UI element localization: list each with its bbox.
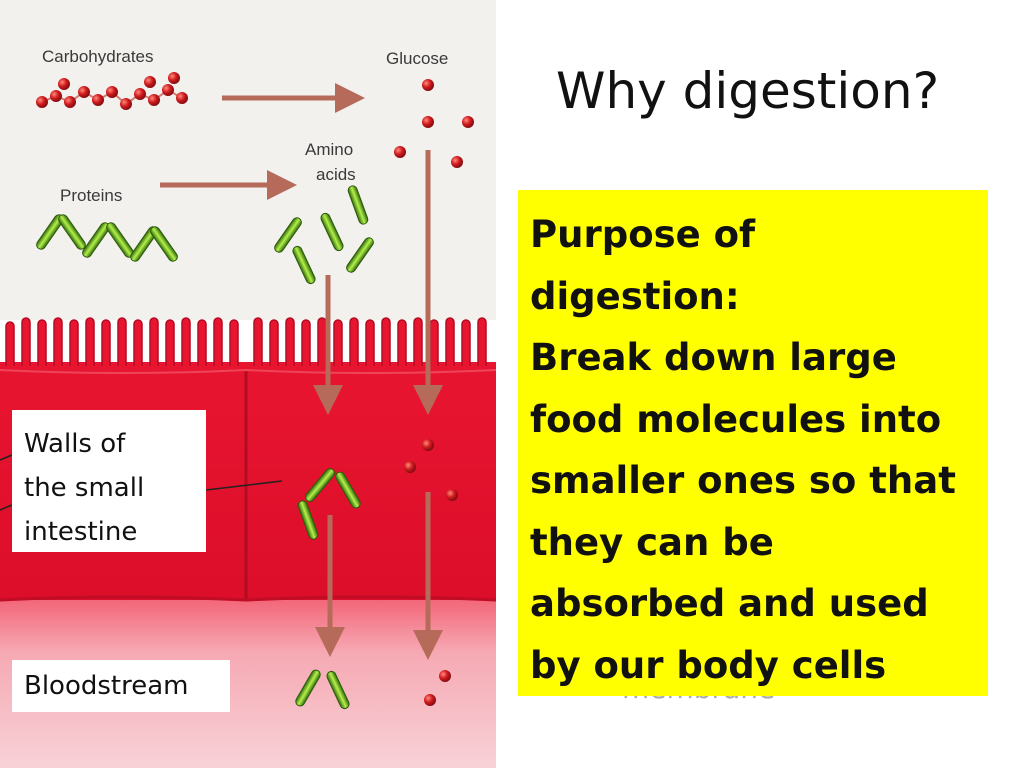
microvilli bbox=[5, 317, 487, 366]
slide-title: Why digestion? bbox=[556, 62, 940, 120]
proteins-label: Proteins bbox=[60, 186, 122, 205]
purpose-of-digestion-box: Purpose of digestion: Break down large f… bbox=[518, 190, 988, 696]
purpose-line-8: by our body cells bbox=[530, 643, 887, 687]
glucose-label: Glucose bbox=[386, 49, 448, 68]
walls-of-small-intestine-label: Walls of the small intestine bbox=[12, 410, 206, 552]
walls-label-line-2: the small bbox=[24, 473, 145, 503]
carbohydrate-chain bbox=[36, 72, 188, 110]
purpose-line-2: digestion: bbox=[530, 274, 740, 318]
bloodstream-label: Bloodstream bbox=[12, 660, 230, 712]
purpose-line-4: food molecules into bbox=[530, 397, 942, 441]
purpose-line-6: they can be bbox=[530, 520, 774, 564]
left-pointer-line-2 bbox=[0, 504, 13, 511]
purpose-line-3: Break down large bbox=[530, 336, 897, 379]
process-arrows bbox=[160, 83, 443, 660]
left-pointer-line bbox=[0, 454, 13, 461]
carbohydrates-label: Carbohydrates bbox=[42, 47, 154, 66]
walls-pointer-line bbox=[205, 480, 283, 491]
amino-acids-label-line1: Amino bbox=[305, 140, 353, 159]
walls-label-line-3: intestine bbox=[24, 517, 138, 547]
purpose-line-5: smaller ones so that bbox=[530, 459, 956, 502]
purpose-line-1: Purpose of bbox=[530, 213, 756, 256]
paper-background bbox=[0, 0, 496, 320]
digestion-diagram: Carbohydrates Glucose Proteins Amino aci… bbox=[0, 0, 496, 768]
purpose-line-7: absorbed and used bbox=[530, 582, 929, 625]
amino-acids-label-line2: acids bbox=[316, 165, 356, 184]
walls-label-line-1: Walls of bbox=[24, 429, 126, 459]
